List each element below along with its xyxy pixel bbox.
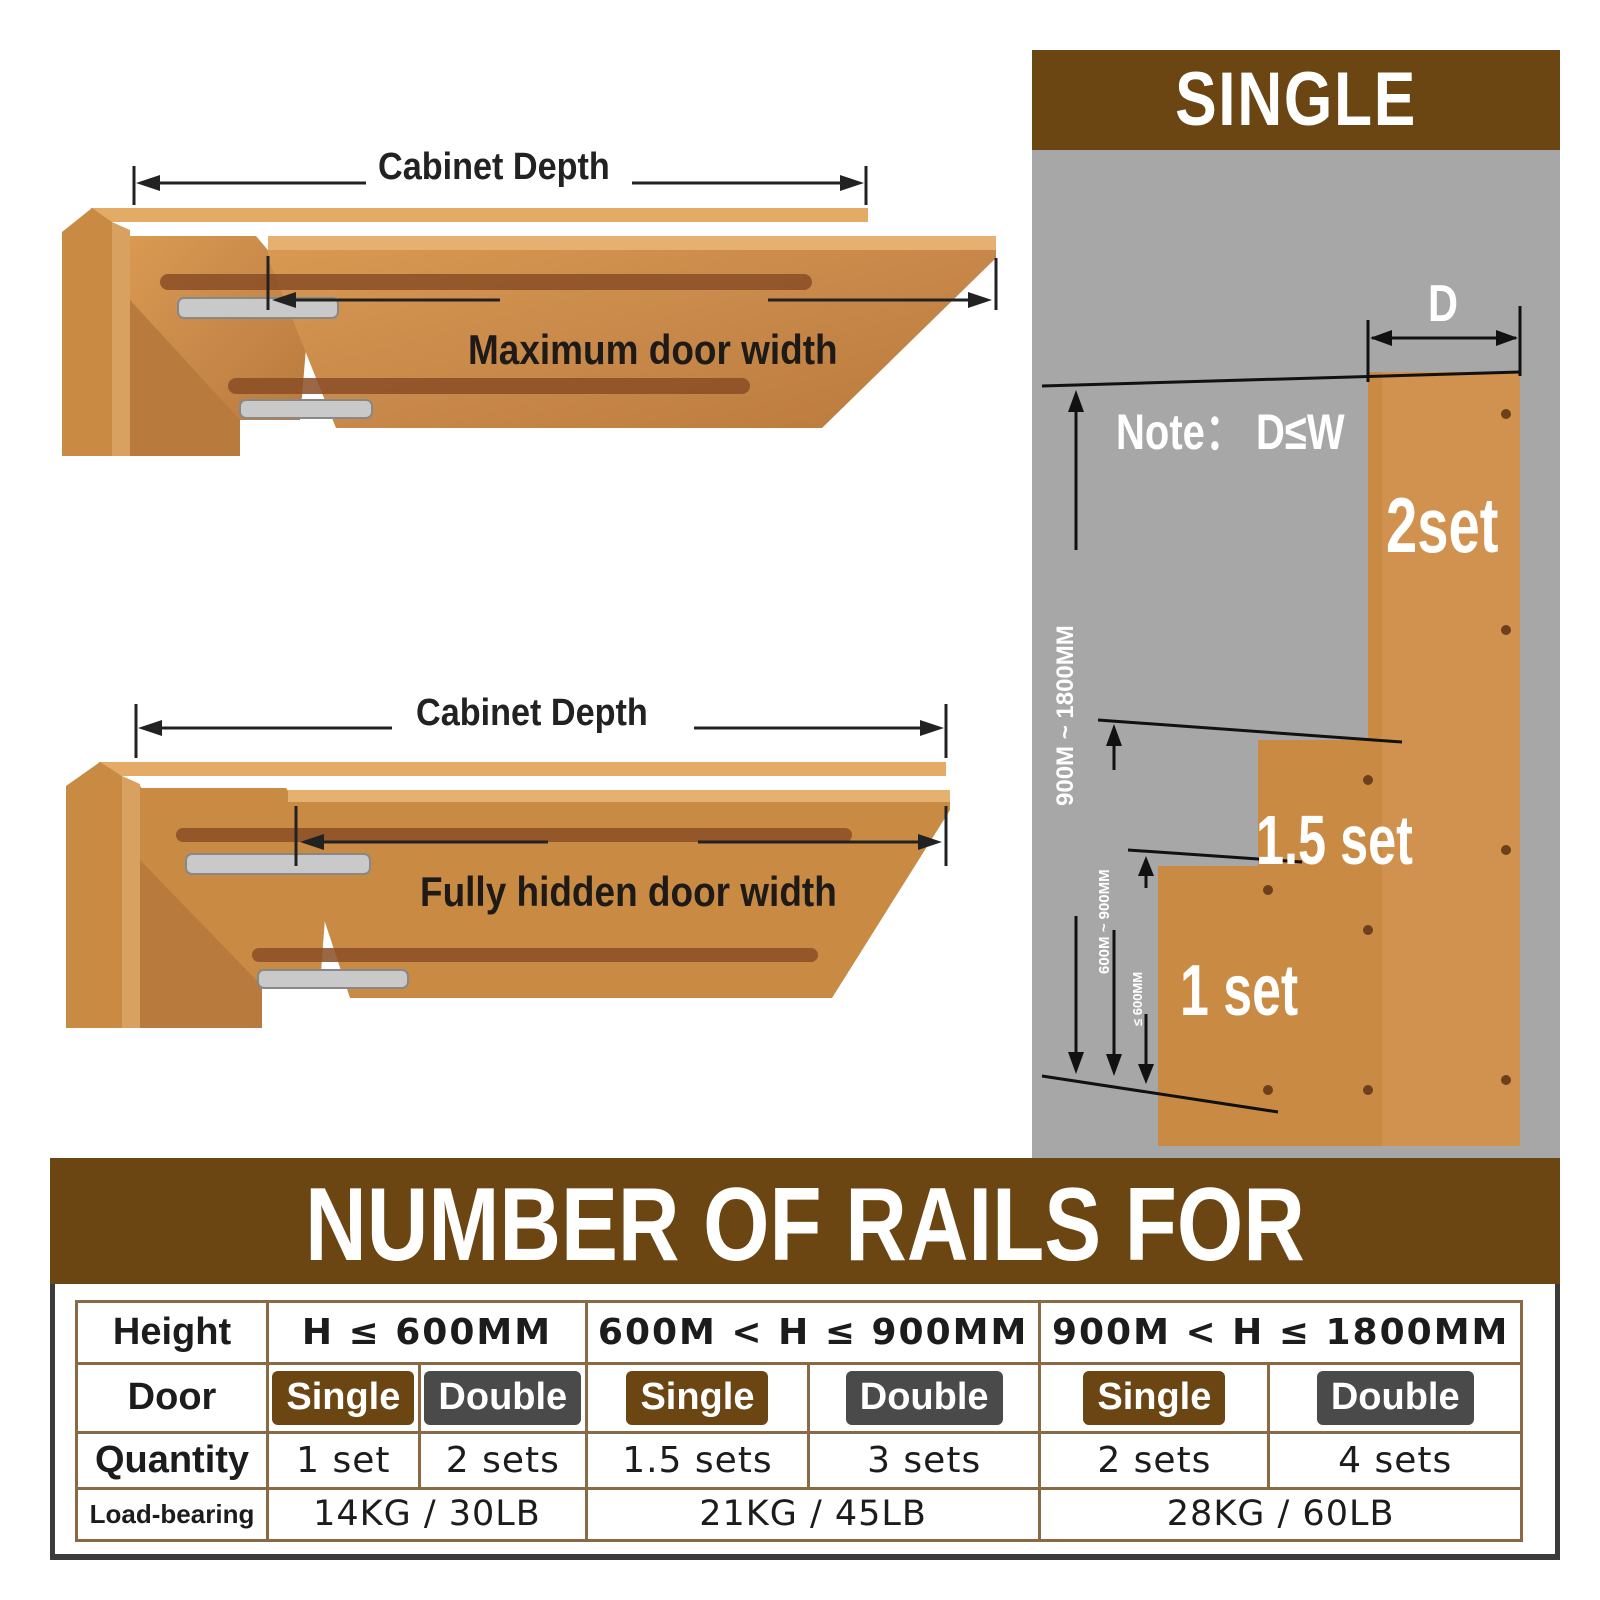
height-range-1: H ≤ 600MM xyxy=(266,1299,588,1366)
d-dimension-label: D xyxy=(1428,275,1459,333)
row-label-load-bearing: Load-bearing xyxy=(75,1486,269,1543)
quantity-cell: 1.5 sets xyxy=(584,1430,811,1490)
door-cell: Single xyxy=(266,1362,421,1434)
door-size-diagram xyxy=(1041,306,1522,1146)
quantity-cell: 2 sets xyxy=(1038,1430,1271,1490)
single-door-banner xyxy=(1032,50,1560,150)
door-1-5set-label: 1.5 set xyxy=(1256,801,1413,879)
bottom-cabinet-illustration xyxy=(66,704,950,1028)
load-cell: 14KG / 30LB xyxy=(266,1486,588,1543)
table-row-load: Load-bearing 14KG / 30LB 21KG / 45LB 28K… xyxy=(75,1486,1523,1543)
door-cell: Double xyxy=(1267,1362,1523,1434)
door-2set-label: 2set xyxy=(1386,481,1499,569)
quantity-cell: 2 sets xyxy=(417,1430,588,1490)
single-badge: Single xyxy=(626,1370,769,1425)
single-badge: Single xyxy=(272,1370,415,1425)
rails-table: Height H ≤ 600MM 600M < H ≤ 900MM 900M <… xyxy=(75,1299,1523,1543)
quantity-cell: 4 sets xyxy=(1267,1430,1523,1490)
row-label-height: Height xyxy=(75,1299,269,1366)
range-900-1800-label: 900M ~ 1800MM xyxy=(1052,625,1079,806)
door-1set-label: 1 set xyxy=(1180,951,1299,1031)
door-cell: Double xyxy=(807,1362,1042,1434)
double-badge: Double xyxy=(1316,1370,1474,1425)
table-row-door: Door Single Double Single Double Single … xyxy=(75,1362,1523,1434)
quantity-cell: 1 set xyxy=(266,1430,421,1490)
single-badge: Single xyxy=(1083,1370,1226,1425)
double-badge: Double xyxy=(424,1370,582,1425)
door-cell: Single xyxy=(584,1362,811,1434)
row-label-quantity: Quantity xyxy=(75,1430,269,1490)
range-le-600-label: ≤ 600MM xyxy=(1130,971,1145,1026)
load-cell: 28KG / 60LB xyxy=(1038,1486,1523,1543)
range-600-900-label: 600M ~ 900MM xyxy=(1096,869,1113,974)
bottom-cabinet-depth-label: Cabinet Depth xyxy=(416,692,648,734)
note-d-le-w: Note： D≤W xyxy=(1116,404,1345,460)
door-cell: Double xyxy=(417,1362,588,1434)
rails-table-banner xyxy=(50,1158,1560,1284)
fully-hidden-door-width-label: Fully hidden door width xyxy=(420,868,837,915)
table-row-quantity: Quantity 1 set 2 sets 1.5 sets 3 sets 2 … xyxy=(75,1430,1523,1490)
table-row-height: Height H ≤ 600MM 600M < H ≤ 900MM 900M <… xyxy=(75,1299,1523,1366)
door-cell: Single xyxy=(1038,1362,1271,1434)
row-label-door: Door xyxy=(75,1362,269,1434)
height-range-2: 600M < H ≤ 900MM xyxy=(584,1299,1042,1366)
top-cabinet-illustration xyxy=(62,166,998,456)
top-cabinet-depth-label: Cabinet Depth xyxy=(378,146,610,188)
double-badge: Double xyxy=(845,1370,1003,1425)
load-cell: 21KG / 45LB xyxy=(584,1486,1042,1543)
maximum-door-width-label: Maximum door width xyxy=(468,326,838,373)
quantity-cell: 3 sets xyxy=(807,1430,1042,1490)
height-range-3: 900M < H ≤ 1800MM xyxy=(1038,1299,1523,1366)
